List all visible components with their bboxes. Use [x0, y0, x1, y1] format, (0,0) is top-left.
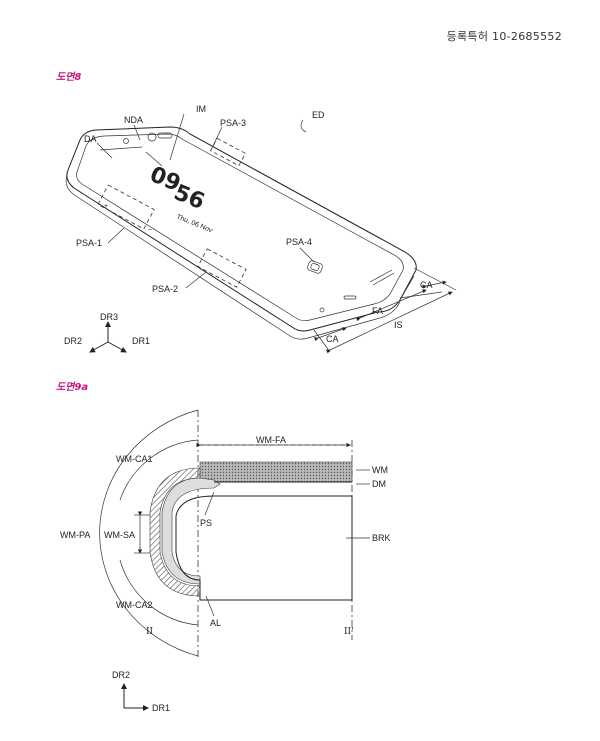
- label-ed: ED: [312, 110, 325, 120]
- label-wm-pa: WM-PA: [60, 530, 90, 540]
- svg-text:+: +: [104, 203, 108, 210]
- figure-8-axis-indicator: [89, 321, 127, 353]
- label-ps: PS: [200, 518, 212, 528]
- label-ca-top: CA: [420, 280, 433, 290]
- axis-dr3: DR3: [100, 312, 118, 322]
- label-nda: NDA: [124, 115, 143, 125]
- axis-dr2-fig8: DR2: [64, 336, 82, 346]
- label-wm: WM: [372, 465, 388, 475]
- cross-section-drawing: [99, 409, 353, 660]
- label-wm-sa: WM-SA: [104, 530, 135, 540]
- label-wm-ca1: WM-CA1: [116, 454, 153, 464]
- label-wm-ca2: WM-CA2: [116, 600, 153, 610]
- label-psa2: PSA-2: [152, 284, 178, 294]
- label-psa3: PSA-3: [220, 118, 246, 128]
- axis-dr2-fig9a: DR2: [112, 670, 130, 680]
- label-psa4: PSA-4: [286, 237, 312, 247]
- figure-9a-leaders: [204, 469, 370, 617]
- axis-dr1-fig9a: DR1: [152, 703, 170, 713]
- label-fa: FA: [372, 306, 383, 316]
- display-date: Thu, 06 Nov: [175, 214, 213, 235]
- figure-8-label: 도면8: [56, 72, 82, 83]
- label-is: IS: [394, 320, 403, 330]
- label-al: AL: [210, 618, 221, 628]
- label-brk: BRK: [372, 533, 391, 543]
- svg-text:−: −: [148, 227, 152, 234]
- label-da: DA: [84, 134, 97, 144]
- axis-dr1-fig8: DR1: [132, 336, 150, 346]
- label-section-ii: II: [146, 627, 154, 637]
- figure-9a-axis-indicator: [121, 683, 149, 711]
- figure-8-leaders: [96, 113, 457, 354]
- figure-9a-label: 도면9a: [56, 382, 89, 393]
- patent-number: 등록특허 10-2685552: [446, 30, 562, 43]
- label-dm: DM: [372, 479, 386, 489]
- label-im: IM: [196, 104, 206, 114]
- label-section-ii-prime: II': [344, 627, 354, 637]
- label-psa1: PSA-1: [76, 238, 102, 248]
- label-wm-fa: WM-FA: [256, 435, 286, 445]
- label-ca-bottom: CA: [326, 334, 339, 344]
